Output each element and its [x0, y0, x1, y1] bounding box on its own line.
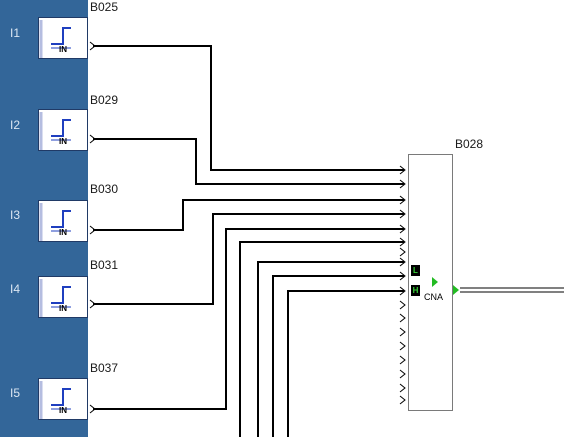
input-chevron-icon	[399, 257, 406, 267]
input-chevron-icon	[399, 165, 406, 175]
input-type-tag: IN	[59, 137, 67, 146]
wire-b029	[93, 138, 404, 185]
pin-h-tag: H	[411, 285, 420, 296]
input-block-2[interactable]: IN	[38, 109, 88, 151]
input-chevron-icon	[399, 247, 406, 257]
input-label-1: I1	[10, 26, 21, 40]
input-block-4[interactable]: IN	[38, 276, 88, 318]
input-chevron-group	[89, 41, 406, 414]
input-block-1[interactable]: IN	[38, 17, 88, 59]
output-chevron-icon	[89, 225, 96, 235]
input-chevron-icon	[399, 179, 406, 189]
input-chevron-icon	[399, 300, 406, 310]
output-chevron-icon	[89, 299, 96, 309]
input-chevron-icon	[399, 271, 406, 281]
function-block-b028[interactable]	[408, 154, 453, 411]
status-arrow-icon	[432, 277, 438, 287]
input-chevron-icon	[399, 355, 406, 365]
step-signal-icon	[39, 203, 71, 241]
input-chevron-icon	[399, 313, 406, 323]
input-block-id-2: B029	[90, 93, 119, 107]
input-chevron-icon	[399, 383, 406, 393]
input-label-4: I4	[10, 282, 21, 296]
output-chevron-icon	[89, 41, 96, 51]
wire-a4	[287, 290, 404, 437]
output-chevron-icon	[89, 404, 96, 414]
input-block-id-3: B030	[90, 182, 119, 196]
input-label-2: I2	[10, 118, 21, 132]
wire-a3	[272, 275, 404, 437]
step-signal-icon	[39, 381, 71, 419]
input-chevron-icon	[399, 195, 406, 205]
output-arrow-icon[interactable]	[453, 285, 459, 295]
input-label-5: I5	[10, 386, 21, 400]
step-signal-icon	[39, 112, 71, 150]
input-block-id-1: B025	[90, 0, 119, 14]
input-block-id-4: B031	[90, 258, 119, 272]
input-block-5[interactable]: IN	[38, 378, 88, 420]
input-block-3[interactable]: IN	[38, 200, 88, 242]
input-chevron-icon	[399, 224, 406, 234]
wire-a1	[239, 241, 404, 437]
output-wire	[460, 287, 564, 293]
input-type-tag: IN	[59, 406, 67, 415]
input-type-tag: IN	[59, 45, 67, 54]
input-chevron-icon	[399, 237, 406, 247]
wire-group	[93, 45, 404, 437]
input-chevron-icon	[399, 341, 406, 351]
pin-l-tag: L	[411, 265, 420, 276]
output-chevron-icon	[89, 134, 96, 144]
function-block-label: CNA	[424, 292, 444, 302]
wire-b030	[93, 199, 404, 231]
input-chevron-icon	[399, 395, 406, 405]
input-type-tag: IN	[59, 228, 67, 237]
wire-b037	[93, 228, 404, 410]
input-chevron-icon	[399, 369, 406, 379]
input-chevron-icon	[399, 286, 406, 296]
step-signal-icon	[39, 279, 71, 317]
step-signal-icon	[39, 20, 71, 58]
function-block-id: B028	[455, 137, 484, 151]
input-type-tag: IN	[59, 304, 67, 313]
input-chevron-icon	[399, 327, 406, 337]
wire-a2	[257, 261, 404, 437]
wire-b031	[93, 213, 404, 305]
wire-b025	[93, 45, 404, 171]
input-label-3: I3	[10, 208, 21, 222]
input-block-id-5: B037	[90, 361, 119, 375]
input-chevron-icon	[399, 209, 406, 219]
